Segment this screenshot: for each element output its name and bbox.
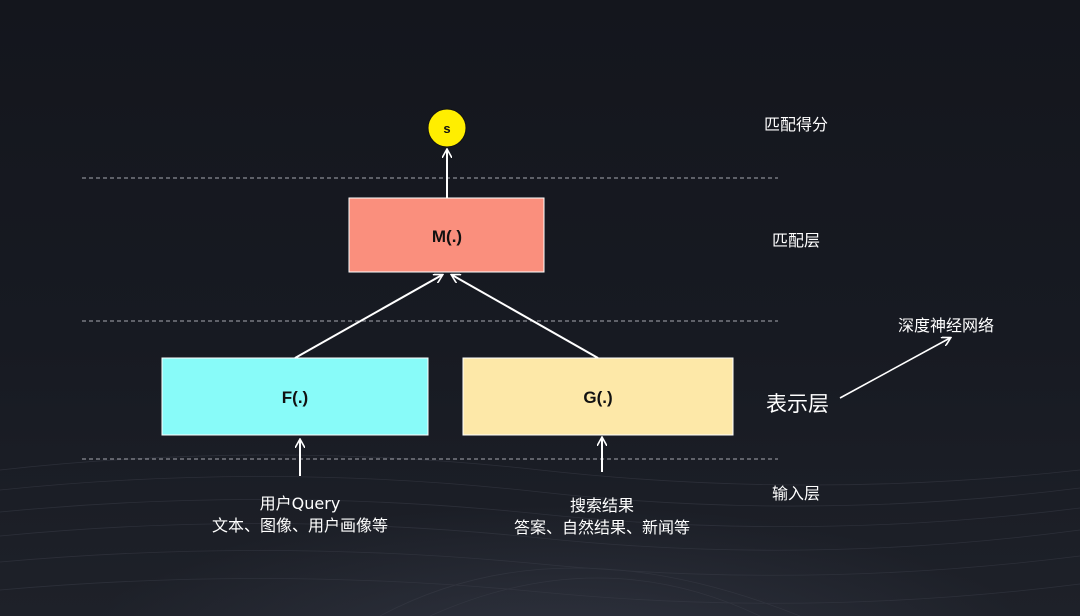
layer-label-score: 匹配得分 <box>764 115 829 134</box>
score-node-label: s <box>443 121 450 136</box>
left-input-line1: 用户Query <box>259 494 341 513</box>
left-input-text: 用户Query 文本、图像、用户画像等 <box>180 493 420 537</box>
layer-label-input: 输入层 <box>772 484 821 503</box>
right-input-text: 搜索结果 答案、自然结果、新闻等 <box>482 495 722 539</box>
right-representation-node <box>462 357 734 436</box>
annotation-deep-neural-network: 深度神经网络 <box>898 316 995 335</box>
arrow-left-to-match <box>294 275 442 359</box>
arrow-annotation <box>839 338 950 399</box>
score-node <box>427 108 467 148</box>
layer-label-representation: 表示层 <box>766 392 829 416</box>
left-input-line2: 文本、图像、用户画像等 <box>211 516 388 535</box>
left-representation-node <box>161 357 429 436</box>
left-representation-label: F(.) <box>282 388 308 407</box>
right-input-line1: 搜索结果 <box>569 496 634 515</box>
layer-label-match: 匹配层 <box>772 231 821 250</box>
background-wave-lines <box>0 454 1080 616</box>
right-representation-label: G(.) <box>583 388 612 407</box>
arrow-right-to-match <box>452 275 599 359</box>
match-node-label: M(.) <box>432 227 462 246</box>
match-node <box>348 197 545 273</box>
right-input-line2: 答案、自然结果、新闻等 <box>513 518 690 537</box>
